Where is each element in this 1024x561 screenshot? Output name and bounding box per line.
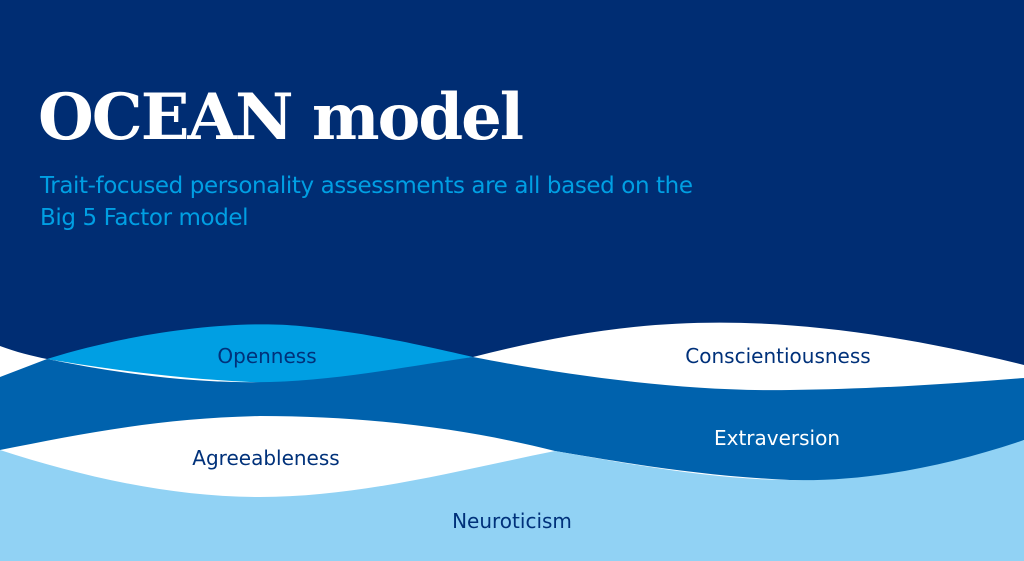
trait-label-neuroticism: Neuroticism	[452, 509, 572, 533]
extraversion-band	[0, 357, 1024, 481]
neuroticism-band	[0, 440, 1024, 561]
openness-shape	[47, 324, 473, 383]
page-title: OCEAN model	[38, 80, 524, 155]
trait-label-conscientiousness: Conscientiousness	[685, 344, 871, 368]
trait-label-openness: Openness	[217, 344, 317, 368]
trait-label-agreeableness: Agreeableness	[192, 446, 340, 470]
trait-label-extraversion: Extraversion	[713, 426, 841, 450]
page-subtitle: Trait-focused personality assessments ar…	[40, 173, 693, 231]
